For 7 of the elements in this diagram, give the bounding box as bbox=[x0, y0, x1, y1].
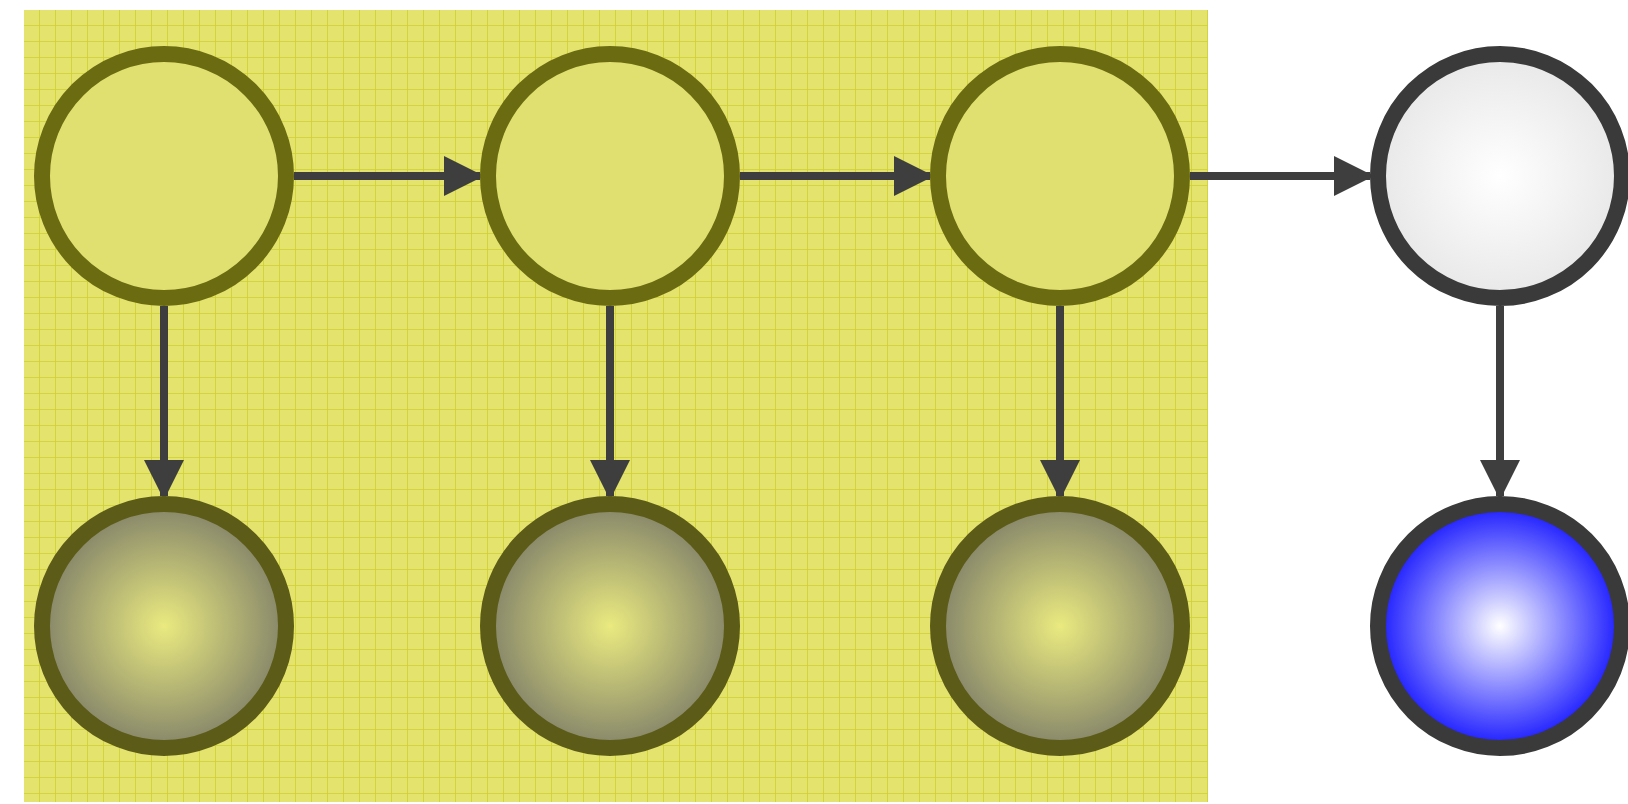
arrow bbox=[1480, 306, 1520, 500]
arrow bbox=[294, 156, 484, 196]
arrow bbox=[590, 306, 630, 500]
arrow bbox=[144, 306, 184, 500]
arrow bbox=[740, 156, 934, 196]
arrow bbox=[1190, 156, 1374, 196]
arrow bbox=[1040, 306, 1080, 500]
